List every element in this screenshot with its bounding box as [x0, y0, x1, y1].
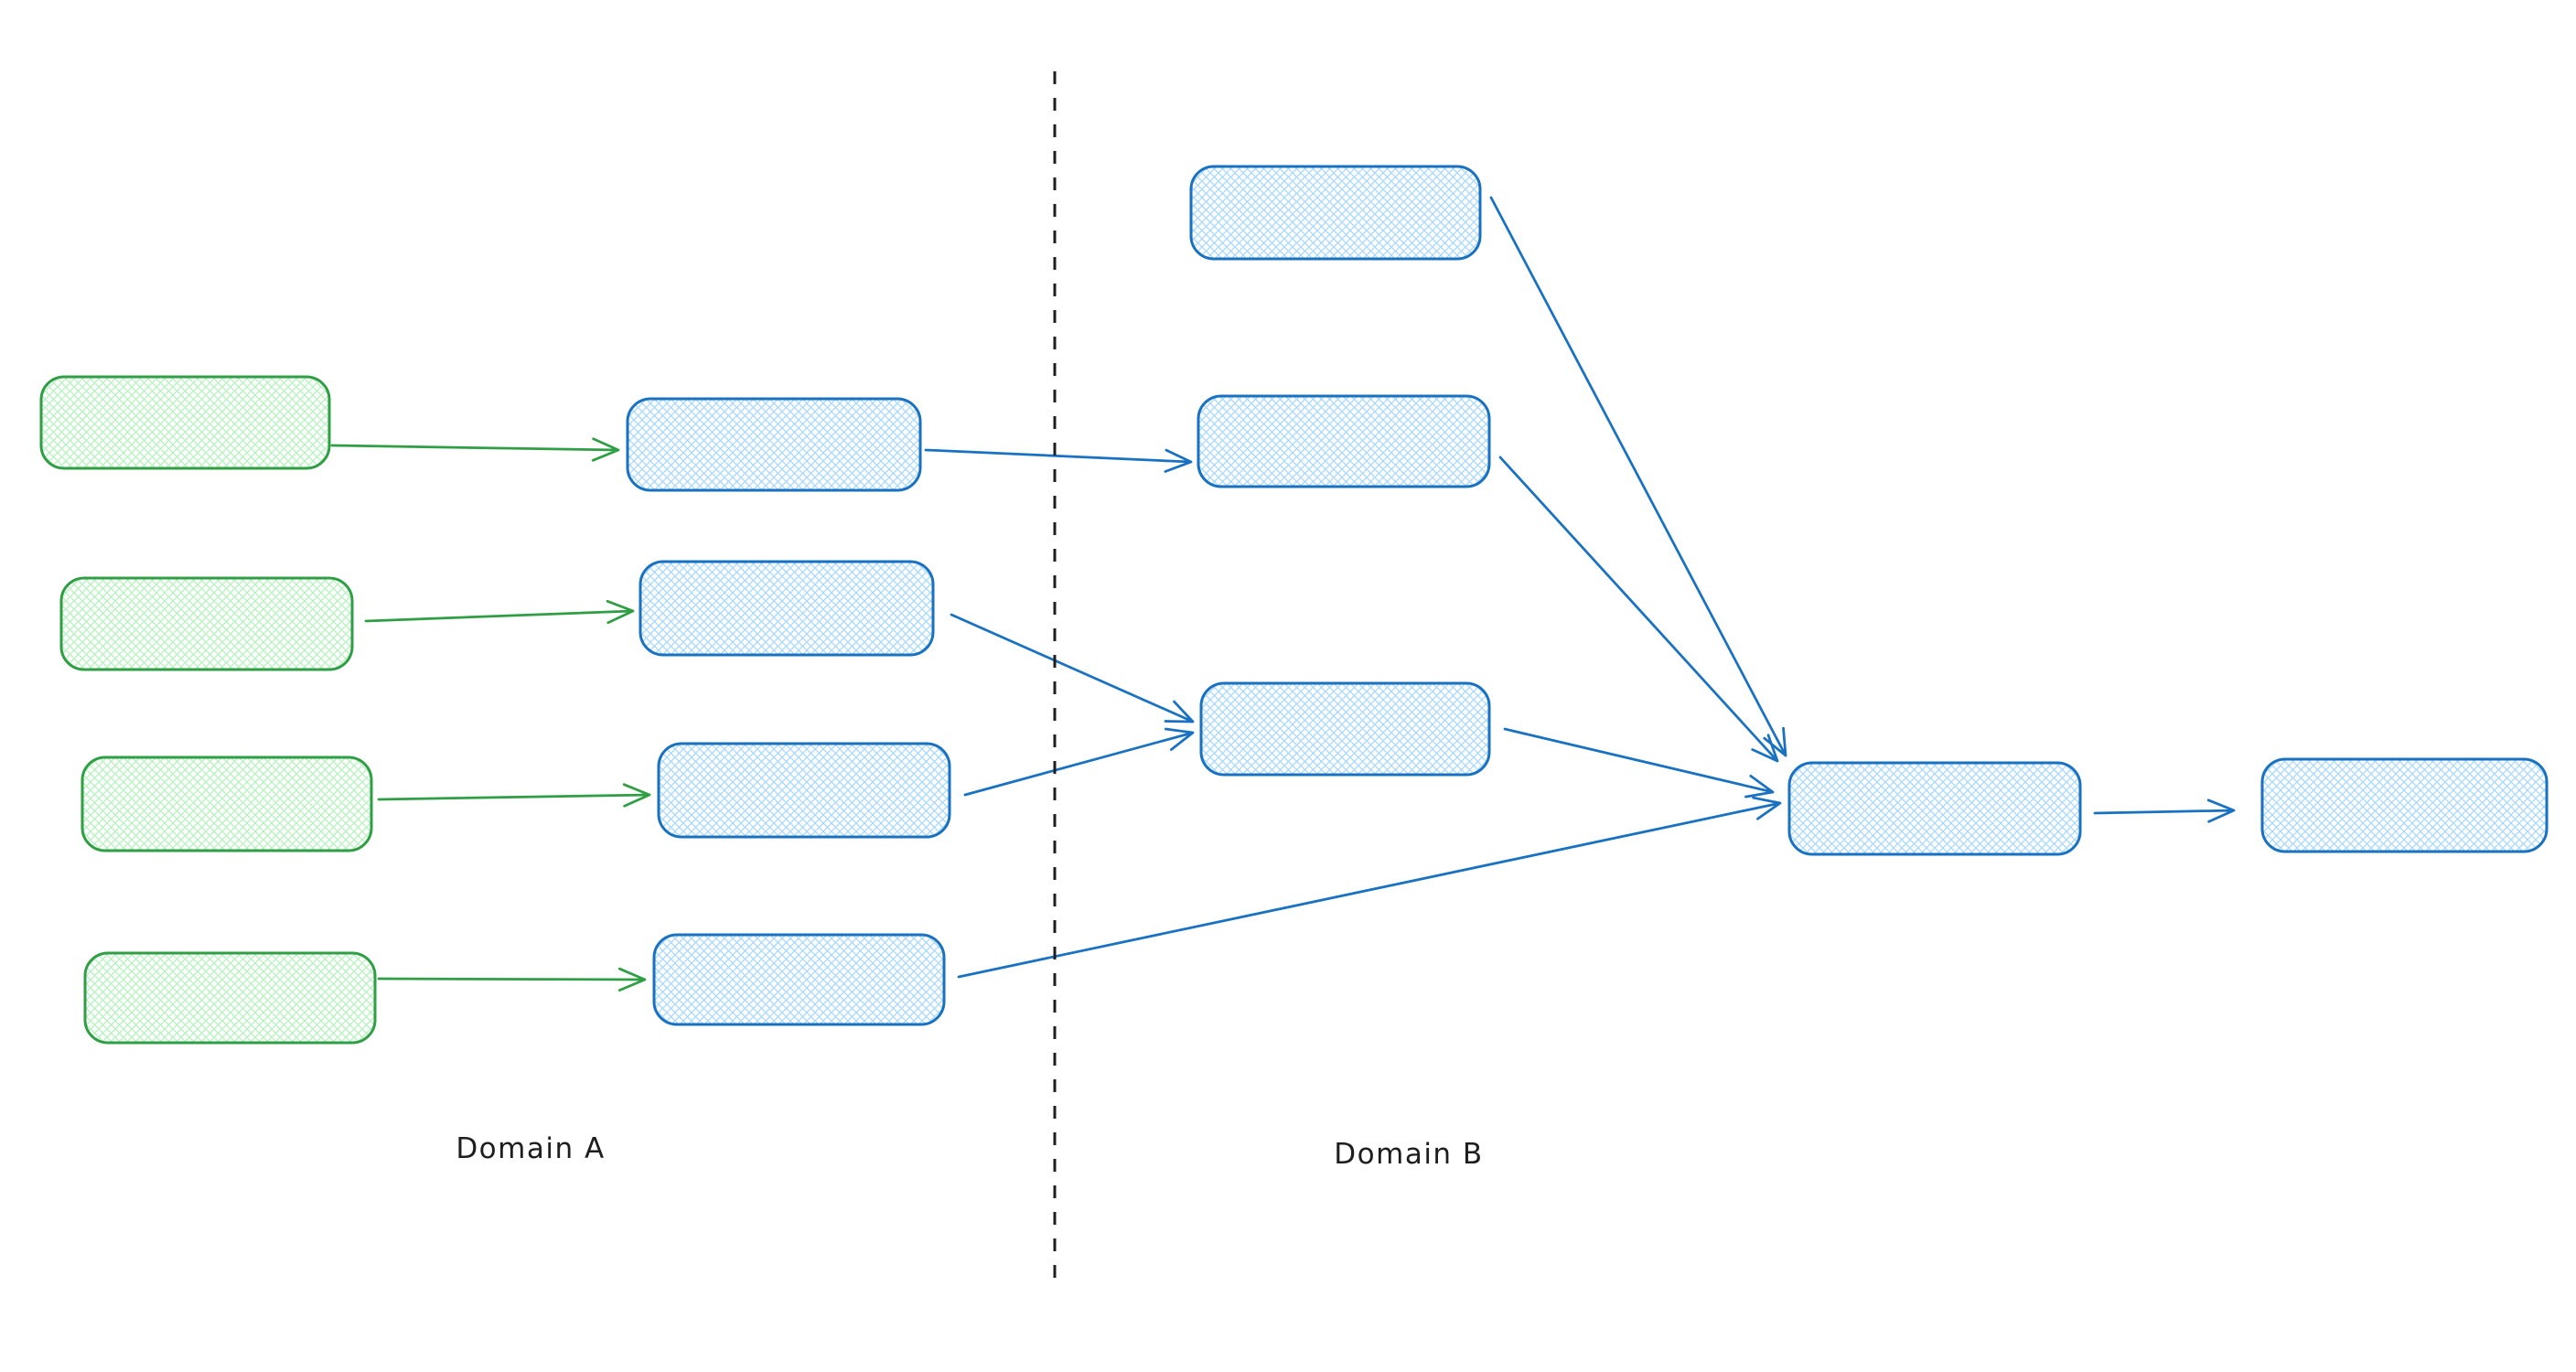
flow-node-domain-a-node-2	[639, 560, 935, 657]
nodes-layer	[39, 165, 2549, 1045]
flow-node-domain-b-node-2	[1197, 394, 1491, 488]
flow-edge-b3-merge	[1503, 727, 1775, 799]
domain-b-label: Domain B	[1334, 1138, 1483, 1171]
flow-node-domain-a-source-3	[80, 756, 373, 852]
flow-edge-b2-merge	[1498, 456, 1779, 763]
flow-node-domain-b-node-1	[1189, 165, 1482, 261]
flow-edge-merge-output	[2093, 799, 2236, 823]
flow-edge-source2-a2	[364, 599, 635, 625]
flow-node-domain-a-source-2	[59, 576, 354, 671]
flow-edge-a2-b3	[950, 613, 1195, 724]
flow-edge-source3-a3	[377, 783, 651, 808]
flow-node-domain-a-source-4	[83, 951, 377, 1045]
flow-edge-b1-merge	[1489, 196, 1787, 757]
flow-node-domain-a-node-3	[657, 742, 951, 839]
flow-node-merge-node	[1787, 761, 2082, 856]
flow-edge-a3-b3	[963, 727, 1195, 797]
flow-node-domain-a-node-1	[626, 397, 922, 492]
flow-node-domain-a-node-4	[652, 933, 946, 1026]
flow-edge-a1-b2	[924, 448, 1193, 473]
flow-node-domain-b-node-3	[1199, 681, 1491, 777]
flow-node-domain-a-source-1	[39, 375, 331, 470]
domain-a-label: Domain A	[456, 1132, 605, 1165]
flow-edge-source1-a1	[330, 437, 620, 462]
flow-node-output-node	[2260, 757, 2549, 853]
flow-edge-source4-a4	[377, 967, 647, 991]
edges-layer	[330, 196, 2236, 991]
flow-edge-a4-merge	[957, 796, 1782, 979]
